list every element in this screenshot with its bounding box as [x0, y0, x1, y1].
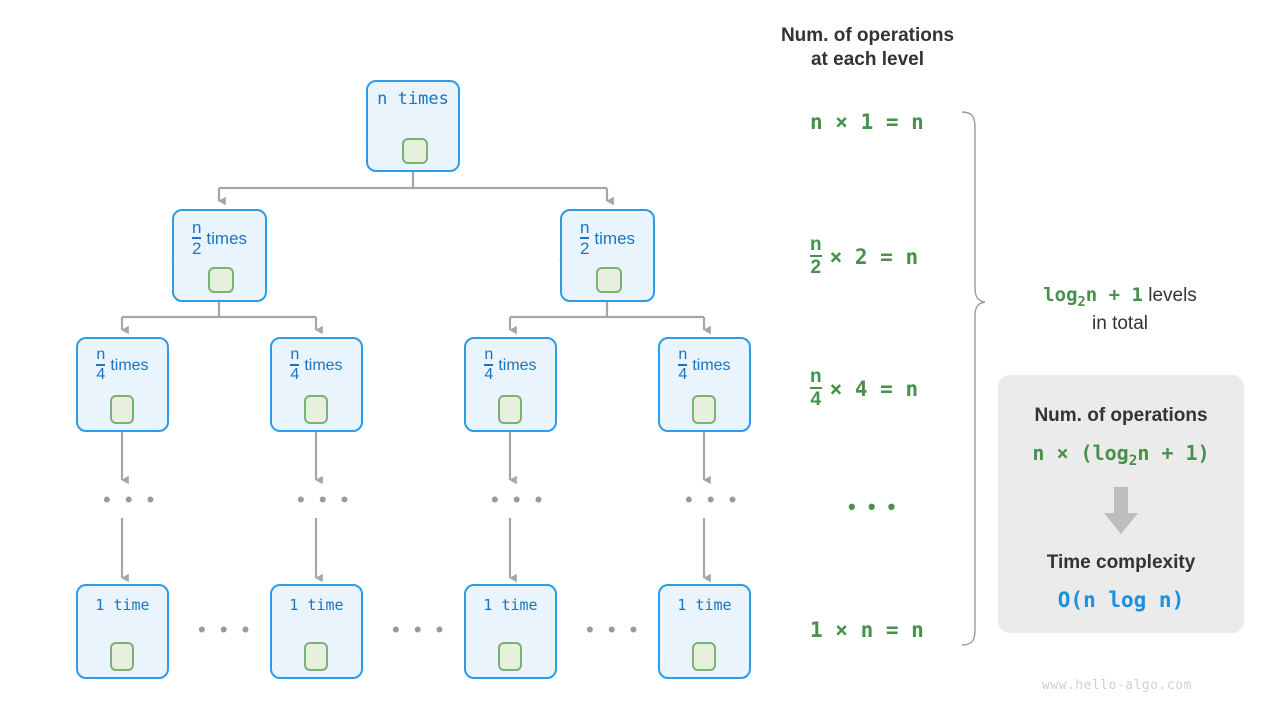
node-label-suffix: times [304, 357, 343, 374]
horizontal-ellipsis-2: • • • [586, 617, 642, 642]
fraction-numerator: n [290, 346, 300, 363]
node-label-suffix: times [206, 229, 248, 248]
fraction: n 2 [191, 218, 202, 258]
node-label: n 4 times [466, 346, 555, 384]
vertical-ellipsis-0: • • • [103, 487, 159, 512]
levels-total-note: log2n + 1 levels in total [1000, 283, 1240, 336]
loop-body-box [596, 267, 622, 293]
loop-body-box [402, 138, 428, 164]
levels-note-suffix: levels [1142, 285, 1197, 306]
loop-body-box [692, 395, 716, 424]
node-label: 1 time [483, 596, 538, 614]
operations-header-line1: Num. of operations [780, 25, 955, 46]
watermark: www.hello-algo.com [1042, 678, 1192, 693]
operations-row-0: n × 1 = n [810, 110, 924, 134]
fraction-denominator: 4 [96, 364, 106, 383]
fraction-denominator: 4 [484, 364, 494, 383]
fraction-numerator: n [96, 346, 106, 363]
vertical-ellipsis-3: • • • [685, 487, 741, 512]
summary-card: Num. of operations n × (log2n + 1) Time … [998, 375, 1244, 633]
node-label-suffix: times [594, 229, 636, 248]
fraction: n 4 [290, 346, 300, 383]
fraction-denominator: 2 [579, 237, 590, 258]
horizontal-ellipsis-0: • • • [198, 617, 254, 642]
node-label-suffix: times [692, 357, 731, 374]
tree-node-level4-3[interactable]: 1 time [658, 584, 751, 679]
fraction-denominator: 2 [810, 255, 822, 278]
operations-row-text: × 2 = n [829, 245, 919, 269]
fraction-numerator: n [191, 218, 202, 237]
node-label-suffix: times [110, 357, 149, 374]
loop-body-box [208, 267, 234, 293]
horizontal-ellipsis-1: • • • [392, 617, 448, 642]
node-label: 1 time [289, 596, 344, 614]
loop-body-box [498, 642, 522, 671]
operations-header-line2: at each level [810, 49, 925, 71]
loop-body-box [304, 395, 328, 424]
loop-body-box [304, 642, 328, 671]
levels-note-line2: in total [1092, 312, 1148, 334]
node-label: n 4 times [660, 346, 749, 384]
fraction: n 4 [96, 346, 106, 383]
fraction-numerator: n [810, 234, 822, 255]
fraction-denominator: 4 [290, 364, 300, 383]
operations-row-text: × 4 = n [829, 377, 919, 401]
fraction-denominator: 2 [191, 237, 202, 258]
card-operations-formula: n × (log2n + 1) [1032, 441, 1210, 469]
card-header-complexity: Time complexity [1046, 552, 1196, 573]
card-header-operations: Num. of operations [1034, 405, 1208, 426]
fraction: n 2 [810, 235, 822, 277]
loop-body-box [110, 642, 134, 671]
down-arrow-icon [1104, 487, 1138, 534]
fraction: n 4 [678, 346, 688, 383]
node-label: n 4 times [78, 346, 167, 384]
tree-node-level3-3[interactable]: n 4 times [658, 337, 751, 432]
fraction: n 4 [810, 367, 822, 409]
tree-node-level3-1[interactable]: n 4 times [270, 337, 363, 432]
vertical-ellipsis-2: • • • [491, 487, 547, 512]
levels-formula: log2n + 1 [1043, 284, 1143, 310]
fraction: n 2 [579, 218, 590, 258]
vertical-ellipsis-1: • • • [297, 487, 353, 512]
fraction-numerator: n [810, 366, 822, 387]
tree-node-level3-0[interactable]: n 4 times [76, 337, 169, 432]
tree-node-level1-0[interactable]: n times [366, 80, 460, 172]
levels-note-line1: log2n + 1 levels [1000, 283, 1240, 312]
operations-row-4: 1 × n = n [810, 618, 924, 642]
card-complexity-value: O(n log n) [1057, 588, 1185, 612]
fraction-numerator: n [579, 218, 590, 237]
loop-body-box [110, 395, 134, 424]
operations-row-2: n 4 × 4 = n [810, 367, 919, 410]
tree-node-level3-2[interactable]: n 4 times [464, 337, 557, 432]
tree-node-level2-1[interactable]: n 2 times [560, 209, 655, 302]
node-label: n 2 times [562, 218, 653, 258]
tree-node-level4-1[interactable]: 1 time [270, 584, 363, 679]
tree-node-level4-2[interactable]: 1 time [464, 584, 557, 679]
node-label: n 2 times [174, 218, 265, 258]
operations-column-header: Num. of operations at each level [745, 24, 990, 73]
node-label: 1 time [677, 596, 732, 614]
loop-body-box [498, 395, 522, 424]
node-label: 1 time [95, 596, 150, 614]
node-label: n times [377, 89, 449, 109]
node-label-suffix: times [498, 357, 537, 374]
node-label: n 4 times [272, 346, 361, 384]
fraction-numerator: n [484, 346, 494, 363]
tree-node-level2-0[interactable]: n 2 times [172, 209, 267, 302]
tree-node-level4-0[interactable]: 1 time [76, 584, 169, 679]
operations-row-3: • • • [848, 494, 899, 519]
loop-body-box [692, 642, 716, 671]
card-formula-sub: 2 [1128, 453, 1138, 469]
fraction-denominator: 4 [810, 387, 822, 410]
levels-formula-sub: 2 [1077, 293, 1086, 310]
fraction-numerator: n [678, 346, 688, 363]
operations-row-1: n 2 × 2 = n [810, 235, 919, 278]
fraction: n 4 [484, 346, 494, 383]
fraction-denominator: 4 [678, 364, 688, 383]
